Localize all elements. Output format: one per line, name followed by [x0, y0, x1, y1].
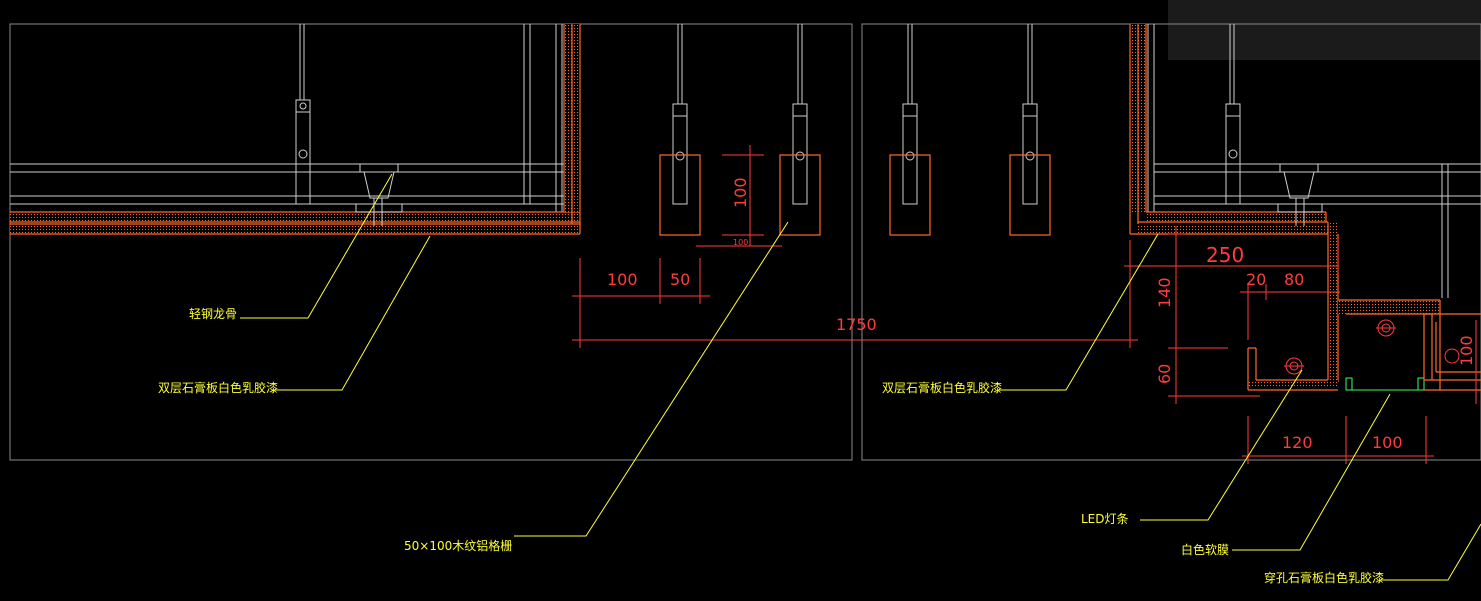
- label-light-steel-keel: 轻钢龙骨: [189, 307, 237, 321]
- dim-1750: 1750: [836, 315, 877, 334]
- dim-120: 120: [1282, 433, 1313, 452]
- label-perforated-gypsum: 穿孔石膏板白色乳胶漆: [1264, 570, 1384, 585]
- dim-140: 140: [1155, 277, 1174, 308]
- leader-lines: [240, 173, 1481, 581]
- label-double-gypsum-left: 双层石膏板白色乳胶漆: [158, 380, 278, 395]
- grille-right: [889, 24, 1051, 236]
- dim-100-right: 100: [1457, 335, 1476, 366]
- right-viewport-frame: [861, 23, 1481, 461]
- label-double-gypsum-right: 双层石膏板白色乳胶漆: [882, 380, 1002, 395]
- dimensions: [572, 145, 1477, 464]
- dim-100-a: 100: [607, 270, 638, 289]
- dim-100-small: 100: [733, 238, 748, 247]
- dim-60: 60: [1155, 364, 1174, 384]
- overlay-panel: [1168, 0, 1481, 60]
- right-ceiling: [1129, 24, 1481, 391]
- left-ceiling: [10, 24, 581, 235]
- left-viewport-frame: [9, 23, 853, 461]
- dim-250: 250: [1206, 243, 1244, 267]
- dim-100-b: 100: [1372, 433, 1403, 452]
- dim-80: 80: [1284, 270, 1304, 289]
- label-led-strip: LED灯条: [1081, 512, 1129, 526]
- label-wood-grain-grille: 50×100木纹铝格栅: [404, 538, 512, 553]
- grille-left: [659, 24, 821, 236]
- dim-20: 20: [1246, 270, 1266, 289]
- label-white-soft-film: 白色软膜: [1181, 542, 1229, 557]
- dim-50: 50: [670, 270, 690, 289]
- dim-100-vertical: 100: [731, 177, 750, 208]
